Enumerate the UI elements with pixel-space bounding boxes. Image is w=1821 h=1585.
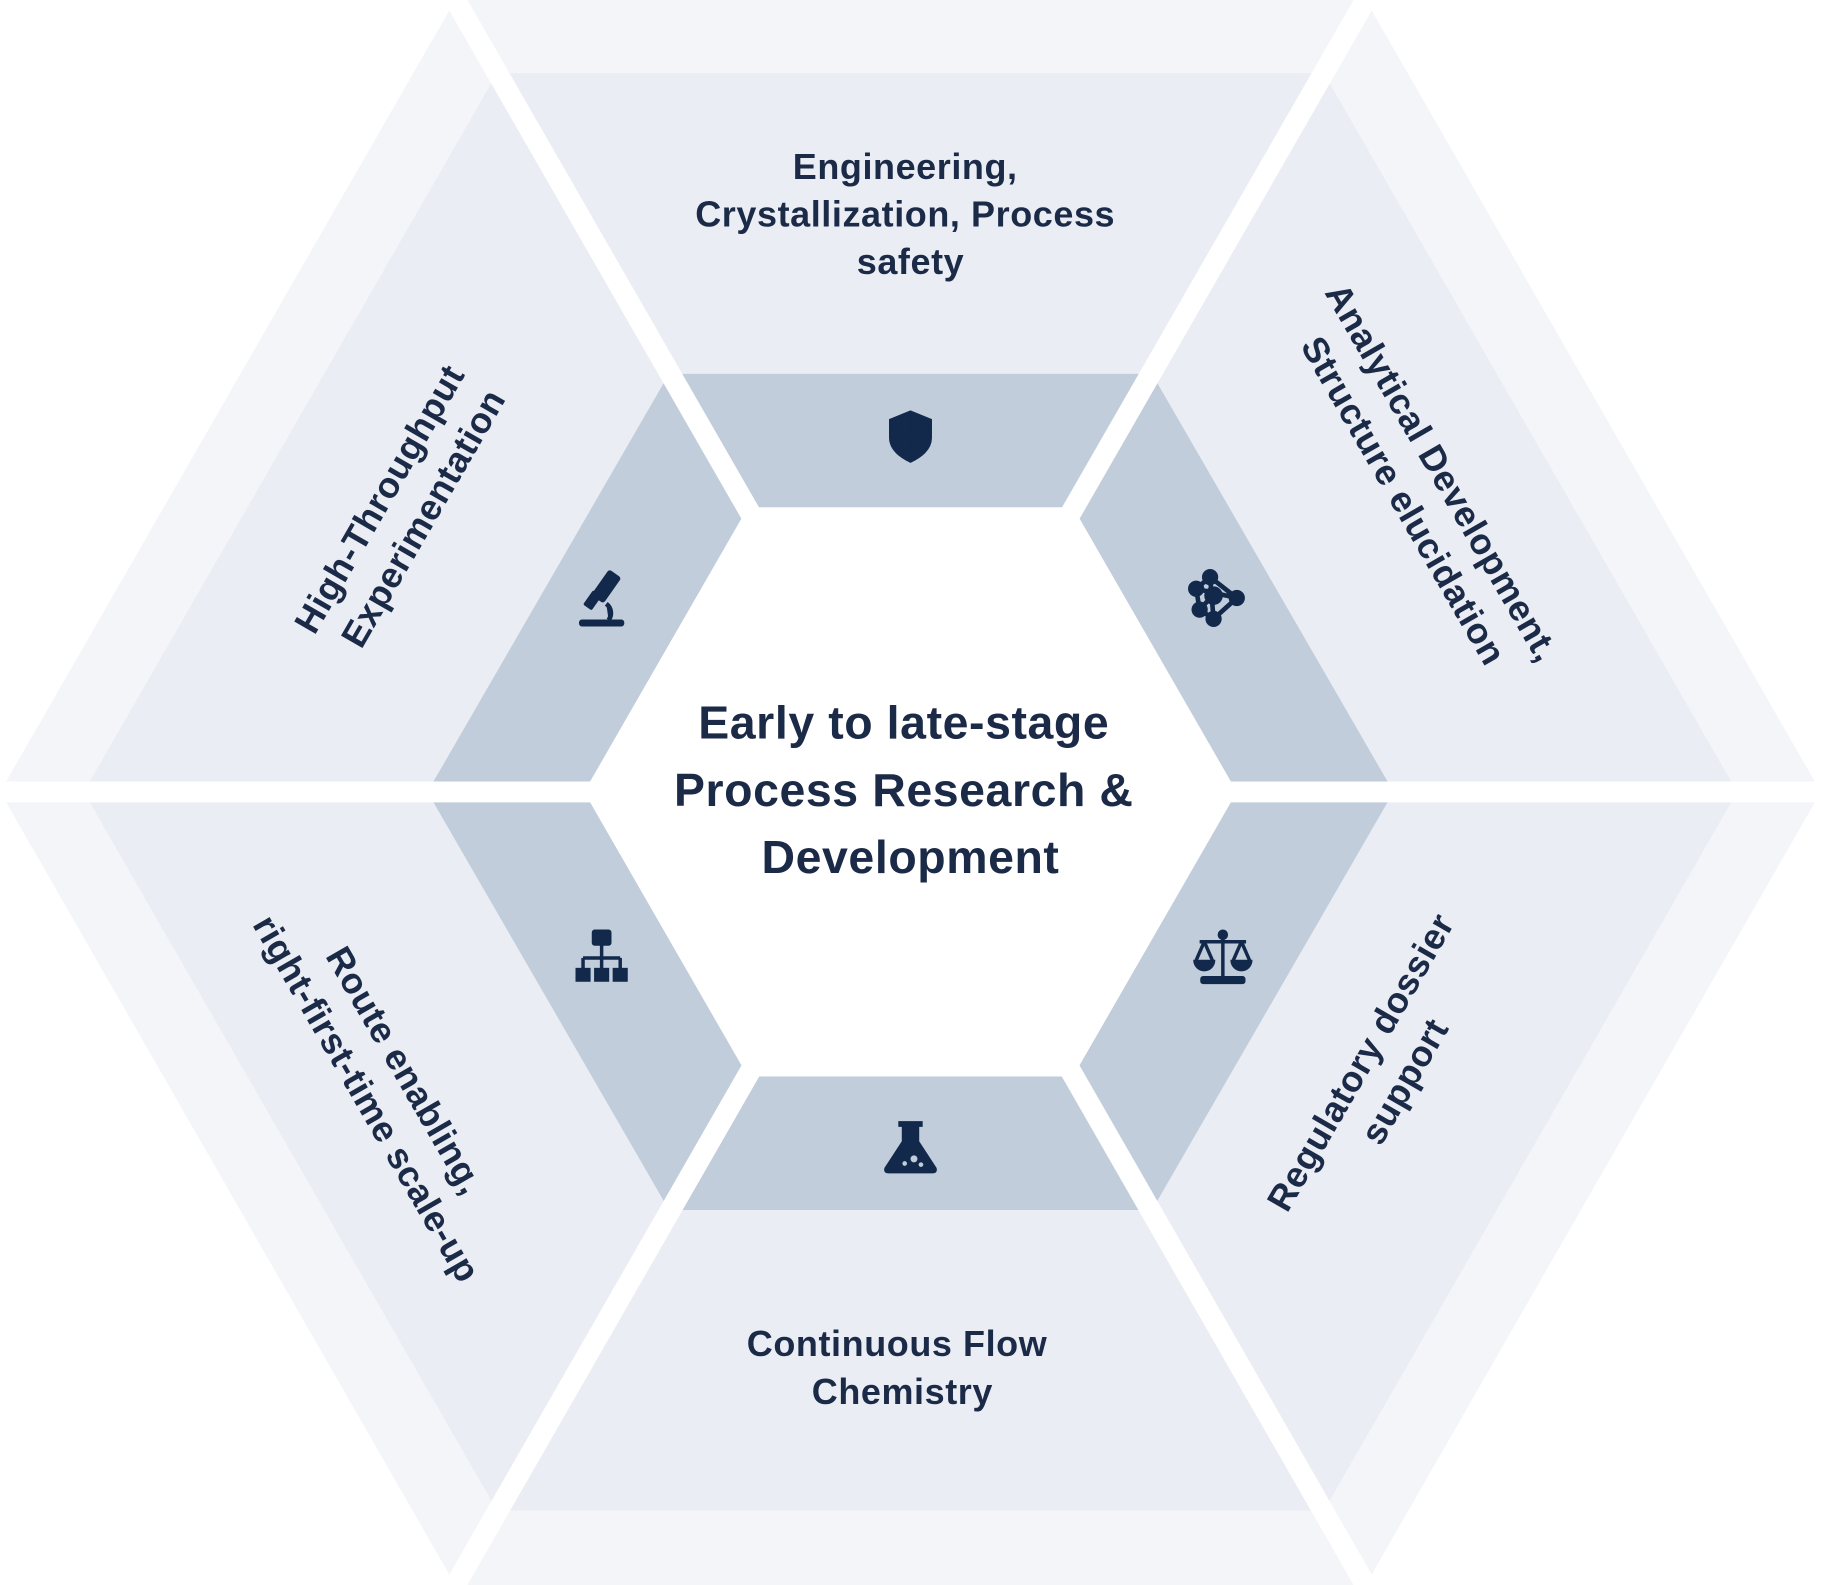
molecule-icon xyxy=(1188,568,1245,628)
center-title: Early to late-stage Process Research & D… xyxy=(674,697,1147,884)
segment-label-top: Engineering, Crystallization, Process sa… xyxy=(695,146,1126,282)
microscope-icon xyxy=(578,570,625,627)
hierarchy-icon xyxy=(575,929,628,982)
scales-icon xyxy=(1193,929,1253,985)
segment-label-bottom: Continuous Flow Chemistry xyxy=(747,1323,1058,1412)
shield-icon xyxy=(889,410,932,463)
flask-icon xyxy=(884,1121,937,1174)
